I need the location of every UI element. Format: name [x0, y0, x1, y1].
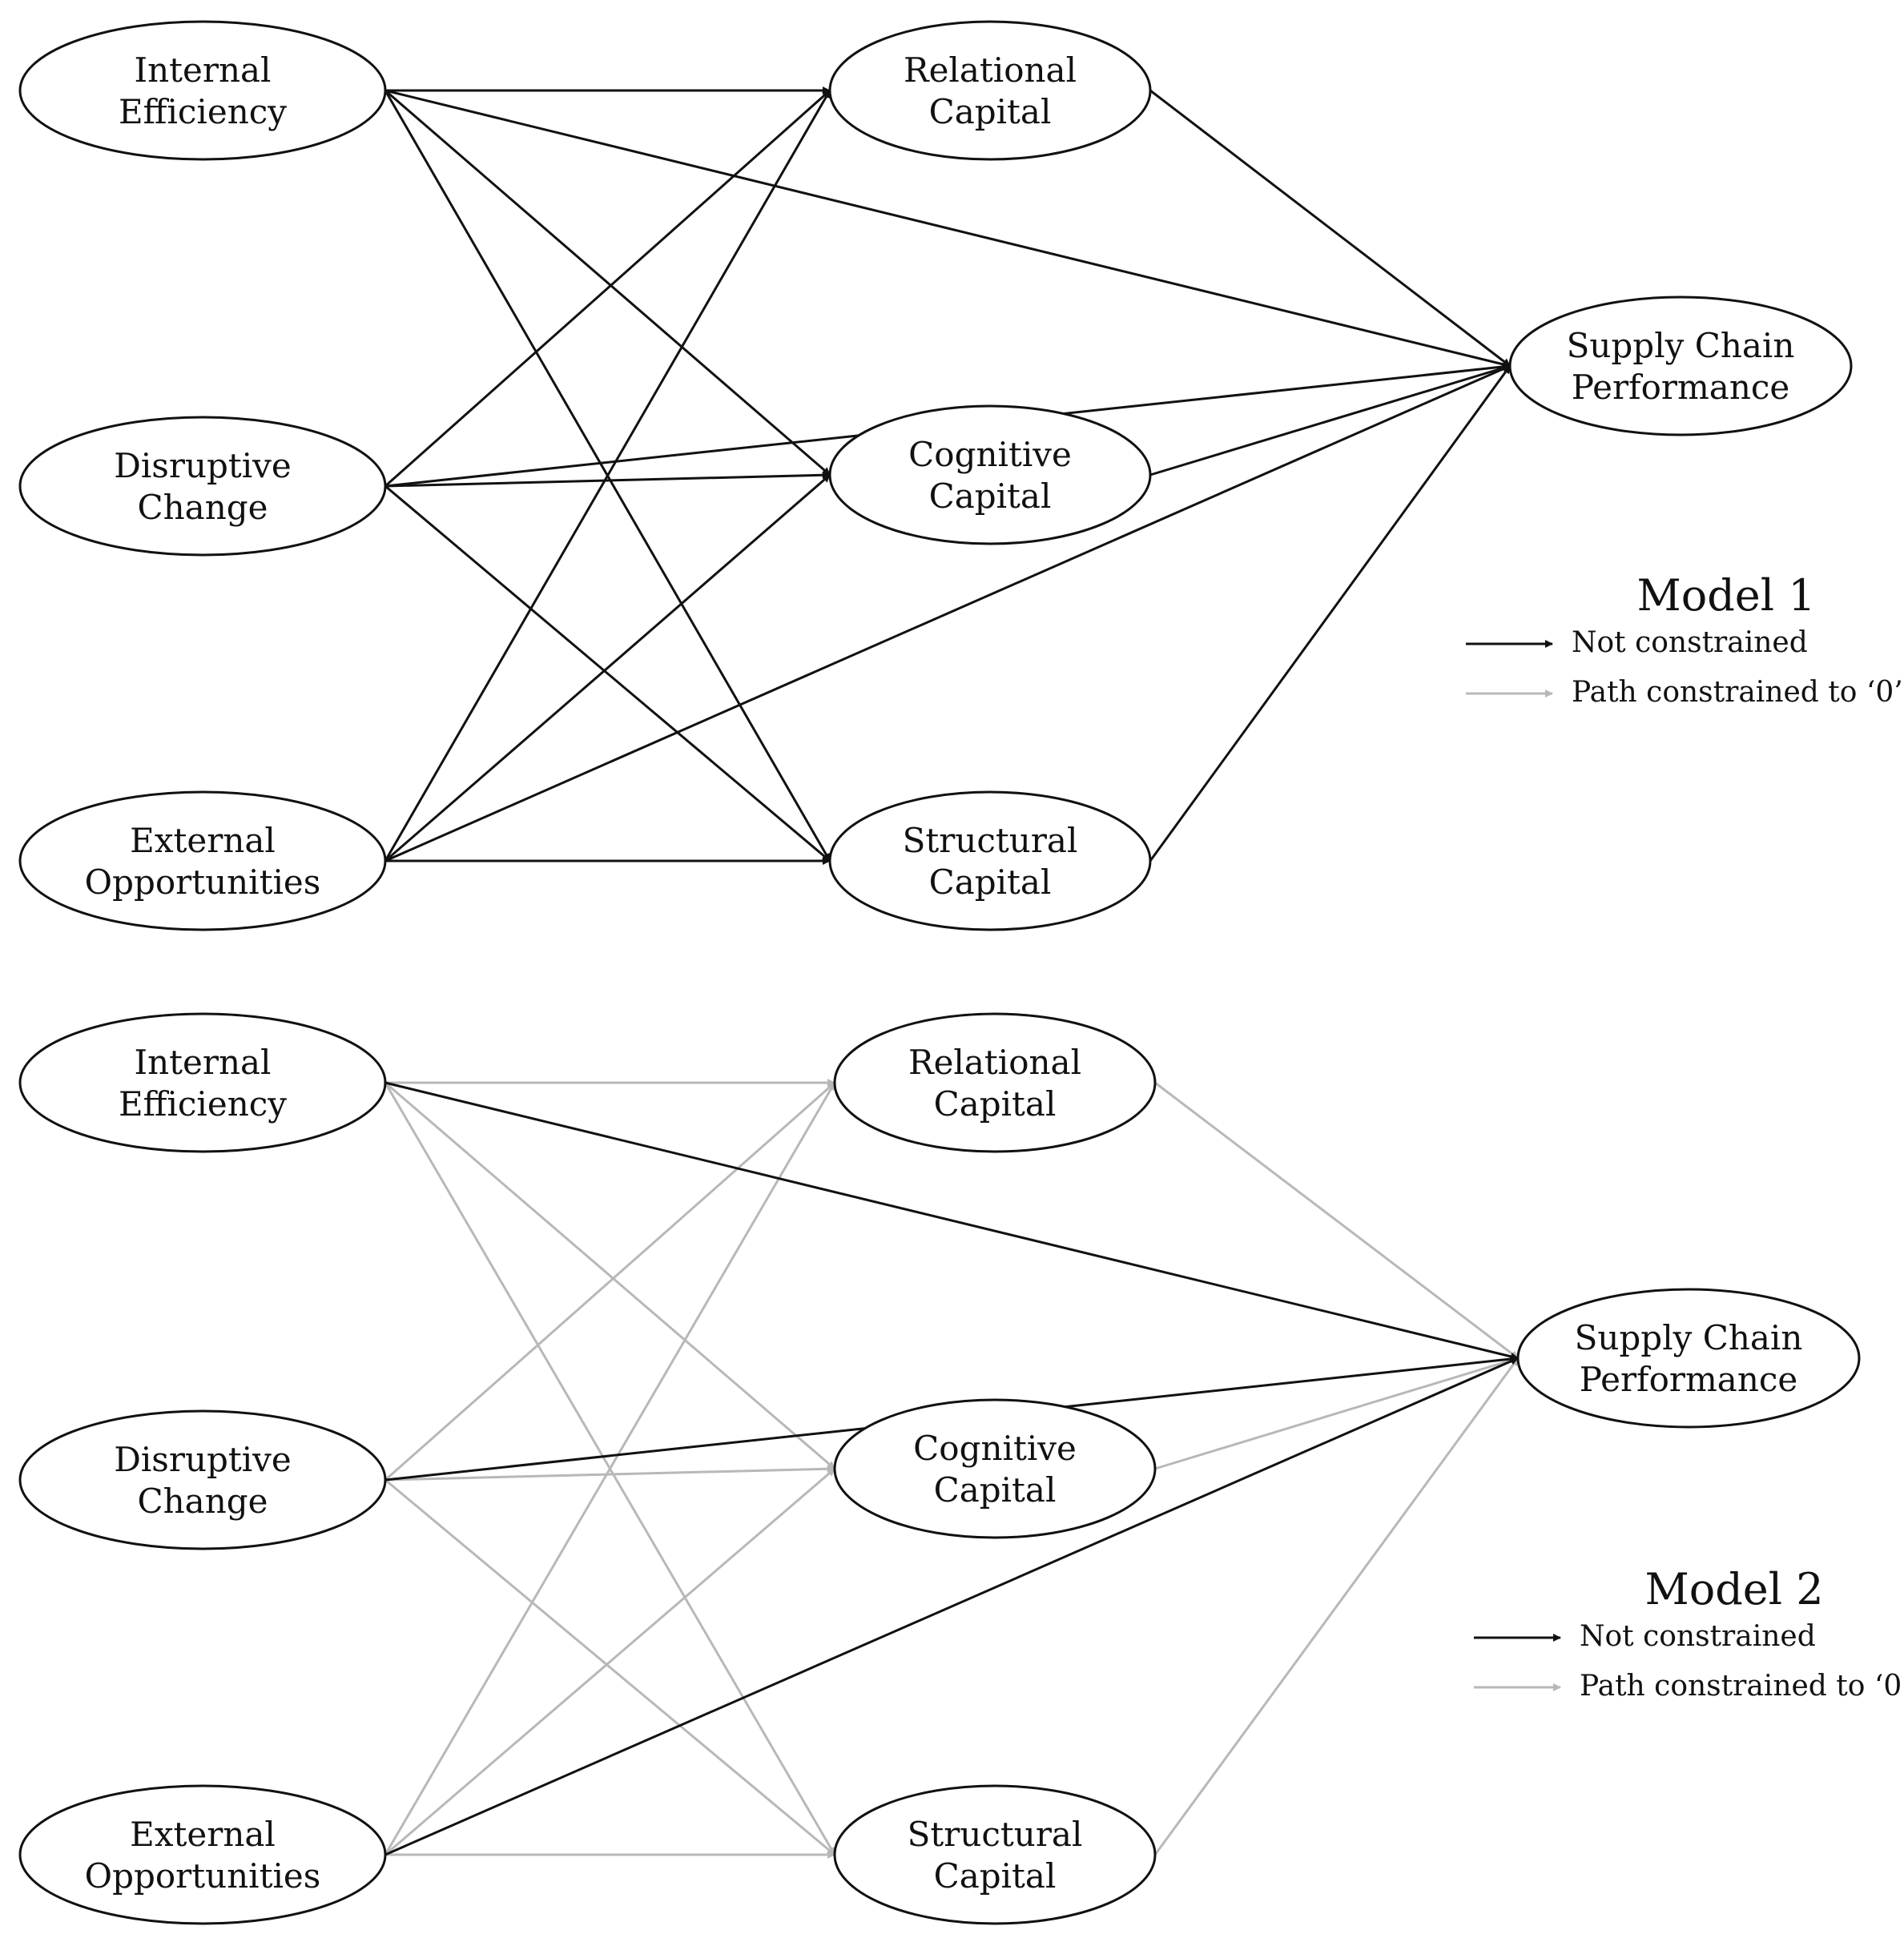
node-label-line-2: Change [137, 488, 268, 527]
node-label-line-1: Structural [903, 821, 1078, 860]
node-label-line-2: Capital [929, 862, 1052, 902]
path-arrow-disruptive-change-to-cognitive-capital [384, 471, 831, 488]
path-arrow-internal-efficiency-to-supply-chain-performance [384, 1081, 1519, 1361]
node-label-line-2: Capital [929, 92, 1052, 131]
path-arrow-relational-capital-to-supply-chain-performance [1149, 89, 1511, 368]
node-label-line-2: Capital [934, 1856, 1057, 1896]
node-label-line-2: Efficiency [119, 92, 287, 131]
node-label-line-1: Internal [135, 1043, 272, 1082]
path-arrow-internal-efficiency-to-supply-chain-performance [384, 89, 1511, 368]
node-structural-capital: Structural Capital [828, 790, 1152, 931]
node-label-line-1: Disruptive [114, 1440, 292, 1479]
node-label-line-2: Performance [1580, 1360, 1798, 1399]
path-arrow-external-opportunities-to-supply-chain-performance [384, 1357, 1519, 1856]
node-label-line-1: Structural [908, 1815, 1083, 1854]
node-relational-capital: Relational Capital [833, 1012, 1157, 1153]
model-title: Model 2 [1644, 1564, 1823, 1614]
node-internal-efficiency: Internal Efficiency [18, 20, 387, 161]
path-arrow-internal-efficiency-to-cognitive-capital [384, 89, 831, 476]
model-2-panel: Internal Efficiency Disruptive Change Ex… [18, 1012, 1904, 1925]
node-label-line-1: External [130, 1815, 276, 1854]
node-label-line-1: External [130, 821, 276, 860]
node-label-line-1: Supply Chain [1575, 1318, 1803, 1357]
legend-constrained-label: Path constrained to ‘0’ [1580, 1670, 1904, 1703]
node-label-line-2: Capital [934, 1470, 1057, 1510]
node-label-line-2: Capital [929, 476, 1052, 516]
path-arrow-external-opportunities-to-relational-capital [384, 90, 831, 862]
path-arrow-structural-capital-to-supply-chain-performance [1153, 1357, 1520, 1856]
node-external-opportunities: External Opportunities [18, 790, 387, 931]
node-cognitive-capital: Cognitive Capital [828, 404, 1152, 545]
path-arrow-cognitive-capital-to-supply-chain-performance [1149, 364, 1511, 476]
node-cognitive-capital: Cognitive Capital [833, 1398, 1157, 1539]
node-disruptive-change: Disruptive Change [18, 1409, 387, 1550]
path-arrow-disruptive-change-to-relational-capital [384, 89, 831, 488]
model-1-paths [384, 86, 1512, 865]
node-label-line-1: Cognitive [908, 435, 1072, 474]
node-label-line-2: Efficiency [119, 1084, 287, 1124]
path-arrow-external-opportunities-to-supply-chain-performance [384, 364, 1511, 862]
path-arrow-cognitive-capital-to-supply-chain-performance [1154, 1356, 1519, 1470]
path-arrow-external-opportunities-to-relational-capital [384, 1082, 836, 1856]
node-label-line-1: Relational [904, 50, 1077, 90]
path-arrow-relational-capital-to-supply-chain-performance [1154, 1081, 1519, 1360]
path-arrow-external-opportunities-to-cognitive-capital [384, 1467, 835, 1856]
legend-constrained-label: Path constrained to ‘0’ [1572, 676, 1903, 709]
node-supply-chain-performance: Supply Chain Performance [1508, 296, 1853, 436]
path-arrow-external-opportunities-to-cognitive-capital [384, 473, 831, 862]
node-label-line-2: Change [137, 1482, 268, 1521]
node-label-line-1: Relational [908, 1043, 1081, 1082]
model-2-legend: Model 2 Not constrained Path constrained… [1474, 1564, 1904, 1703]
model-title: Model 1 [1636, 570, 1815, 621]
model-1-legend: Model 1 Not constrained Path constrained… [1466, 570, 1903, 709]
node-label-line-2: Opportunities [85, 862, 321, 902]
path-arrow-structural-capital-to-supply-chain-performance [1149, 365, 1512, 862]
model-2-nodes: Internal Efficiency Disruptive Change Ex… [18, 1012, 1861, 1925]
node-label-line-1: Supply Chain [1567, 326, 1795, 365]
node-label-line-1: Disruptive [114, 446, 292, 485]
legend-free-label: Not constrained [1580, 1620, 1816, 1653]
node-label-line-1: Cognitive [913, 1429, 1077, 1468]
node-supply-chain-performance: Supply Chain Performance [1516, 1288, 1861, 1429]
path-arrow-disruptive-change-to-cognitive-capital [384, 1465, 835, 1482]
path-arrow-disruptive-change-to-structural-capital [384, 484, 831, 862]
path-arrow-disruptive-change-to-relational-capital [384, 1081, 835, 1482]
model-1-nodes: Internal Efficiency Disruptive Change Ex… [18, 20, 1853, 931]
node-internal-efficiency: Internal Efficiency [18, 1012, 387, 1153]
node-structural-capital: Structural Capital [833, 1784, 1157, 1925]
node-label-line-2: Capital [934, 1084, 1057, 1124]
node-label-line-2: Performance [1572, 368, 1790, 407]
model-1-panel: Internal Efficiency Disruptive Change Ex… [18, 20, 1903, 931]
path-arrow-internal-efficiency-to-cognitive-capital [384, 1081, 835, 1470]
node-external-opportunities: External Opportunities [18, 1784, 387, 1925]
path-arrow-disruptive-change-to-structural-capital [384, 1478, 835, 1856]
node-relational-capital: Relational Capital [828, 20, 1152, 161]
node-disruptive-change: Disruptive Change [18, 416, 387, 557]
node-label-line-1: Internal [135, 50, 272, 90]
legend-free-label: Not constrained [1572, 626, 1808, 659]
node-label-line-2: Opportunities [85, 1856, 321, 1896]
